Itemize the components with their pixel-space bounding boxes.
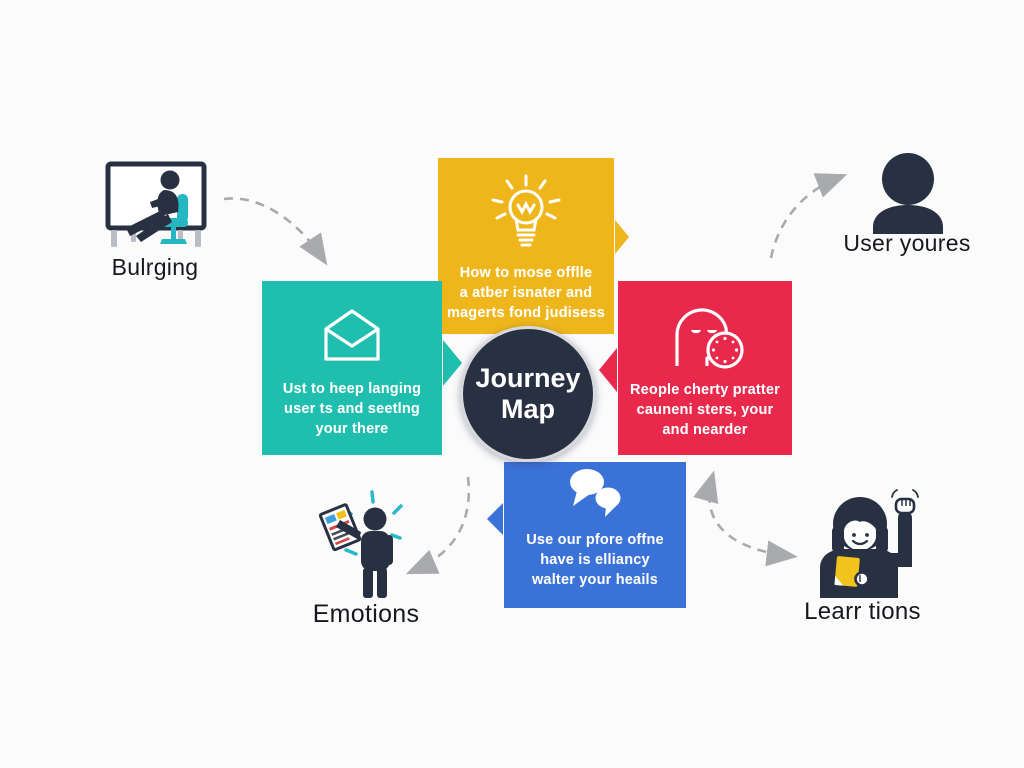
label-emotions: Emotions (312, 600, 420, 628)
node-top-pointer (615, 220, 629, 254)
node-top-ideas[interactable]: How to mose offlle a atber isnater and m… (438, 158, 629, 334)
label-learr-tions: Learr tions (804, 598, 921, 625)
label-building: Bulrging (111, 254, 199, 280)
lightbulb-icon (491, 174, 561, 247)
speech-bubbles-icon (570, 469, 621, 517)
journey-map-title: Journey Map (475, 362, 581, 424)
node-right-pointer (599, 348, 617, 392)
node-left-messages[interactable]: Ust to heep langing user ts and seetlng … (262, 281, 462, 455)
sitting-person (126, 170, 180, 242)
label-user-journeys: User youres (843, 230, 971, 256)
yellow-card (834, 556, 860, 587)
open-envelope-icon (324, 309, 380, 361)
node-right-text: Reople cherty pratter cauneni sters, you… (629, 382, 781, 438)
face-clock-icon (675, 308, 744, 369)
arrow-top-node-to-user (769, 173, 848, 259)
node-left-pointer (443, 340, 462, 386)
node-top-text: How to mose offlle a atber isnater and m… (446, 265, 606, 321)
waving-woman-illustration (820, 489, 919, 598)
user-silhouette-icon (873, 153, 943, 234)
standing-person (336, 507, 393, 598)
node-right-people[interactable]: Reople cherty pratter cauneni sters, you… (599, 281, 792, 455)
waving-hand (891, 489, 919, 515)
person-with-tablet-illustration (318, 490, 403, 598)
node-bottom-feedback[interactable]: Use our pfore offne have is elliancy wal… (487, 462, 686, 608)
node-bottom-text: Use our pfore offne have is elliancy wal… (526, 532, 664, 588)
arrow-building-to-left-node (223, 197, 328, 266)
person-at-desk-illustration (105, 161, 207, 247)
node-left-text: Ust to heep langing user ts and seetlng … (282, 381, 422, 437)
journey-map-center[interactable]: Journey Map (460, 326, 596, 462)
node-bottom-pointer (487, 503, 503, 535)
arrow-right-node-to-learr (693, 470, 798, 567)
